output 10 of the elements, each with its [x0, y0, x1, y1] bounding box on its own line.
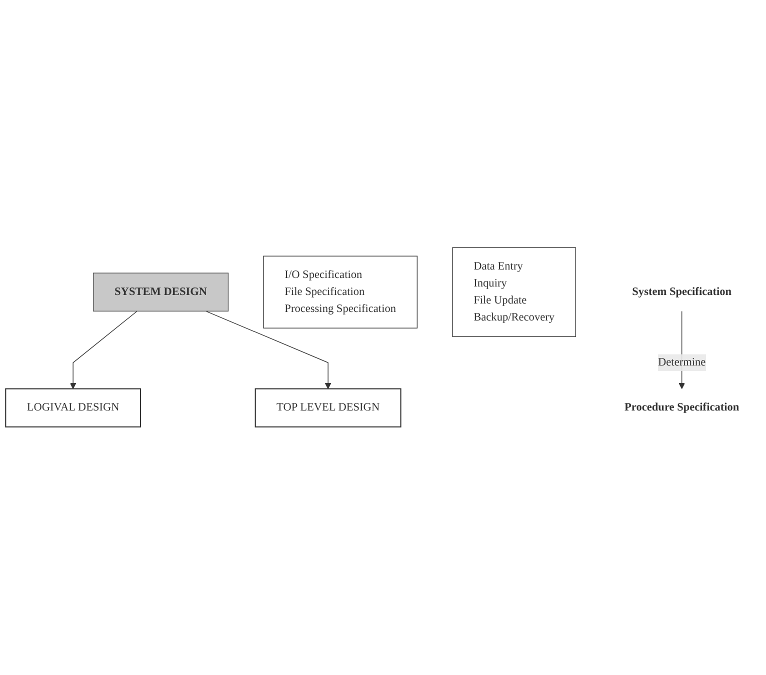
node-box: LOGIVAL DESIGN	[5, 388, 142, 428]
node-box: TOP LEVEL DESIGN	[254, 388, 402, 428]
arrow	[206, 311, 332, 390]
arrow	[70, 311, 138, 390]
node-box: SYSTEM DESIGN	[92, 272, 229, 312]
node-box: Data Entry Inquiry File Update Backup/Recovery	[452, 248, 576, 338]
node-text: Procedure Specification	[624, 402, 740, 414]
edge-label: Determine	[658, 356, 706, 369]
node-text: System Specification	[632, 286, 732, 298]
node-box: I/O Specification File Specification Processing Specification	[263, 256, 418, 329]
